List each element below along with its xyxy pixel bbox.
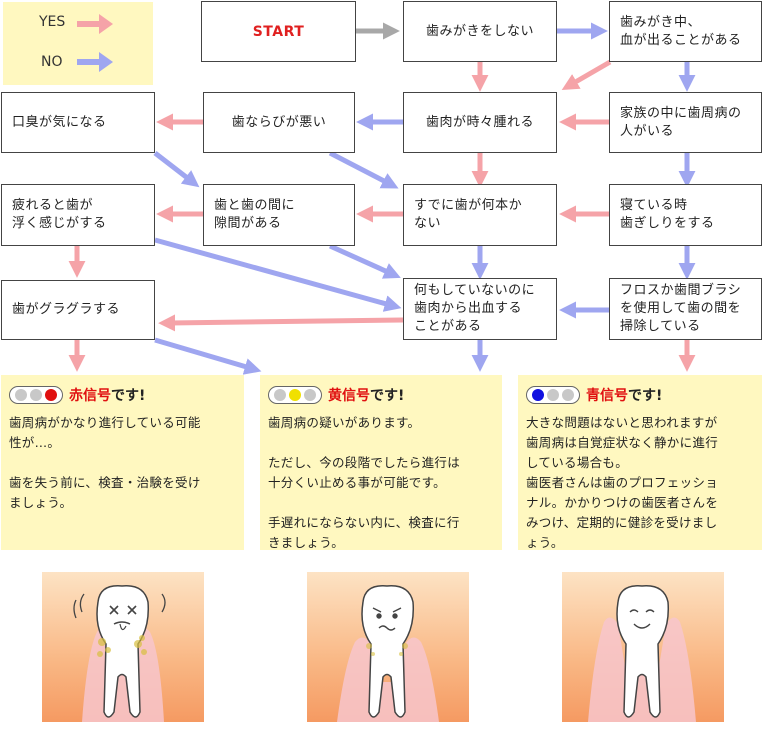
result-yellow-body: 歯周病の疑いがあります。 ただし、今の段階でしたら進行は 十分くい止める事が可能… bbox=[268, 415, 461, 550]
node-no-brushing: 歯みがきをしない bbox=[403, 1, 557, 62]
tooth-severe-icon bbox=[42, 572, 204, 722]
result-red: 赤信号 です! 歯周病がかなり進行している可能 性が…。 歯を失う前に、検査・治… bbox=[1, 375, 244, 550]
legend-no-arrow bbox=[77, 52, 113, 72]
start-label: START bbox=[252, 23, 305, 40]
result-blue-body: 大きな問題はないと思われますが 歯周病は自覚症状なく静かに進行 している場合も。… bbox=[526, 415, 719, 550]
arrow-n6-n9 bbox=[153, 151, 200, 188]
node-gum-swelling-label: 歯肉が時々腫れる bbox=[425, 114, 534, 130]
node-missing-teeth: すでに歯が何本か ない bbox=[403, 184, 557, 246]
node-spontaneous-bleeding: 何もしていないのに 歯肉から出血する ことがある bbox=[403, 278, 557, 340]
tooth-healthy-icon bbox=[562, 572, 724, 722]
arrow-n10-n11 bbox=[154, 237, 402, 312]
result-red-title: 赤信号 bbox=[69, 388, 111, 404]
legend-no-label: NO bbox=[41, 54, 63, 70]
node-no-brushing-label: 歯みがきをしない bbox=[425, 23, 534, 39]
node-tooth-gaps-label: 歯と歯の間に 隙間がある bbox=[214, 198, 296, 231]
traffic-signal-yellow-icon bbox=[268, 386, 322, 404]
node-floating-feeling-label: 疲れると歯が 浮く感じがする bbox=[12, 198, 107, 231]
node-family-history: 家族の中に歯周病の 人がいる bbox=[609, 92, 762, 153]
arrow-n13-yellow bbox=[154, 337, 262, 375]
result-blue-title-suffix: です! bbox=[628, 388, 663, 404]
traffic-signal-blue-icon bbox=[526, 386, 580, 404]
start-node: START bbox=[201, 1, 356, 62]
node-loose-teeth-label: 歯がグラグラする bbox=[12, 302, 121, 317]
legend-yes-label: YES bbox=[39, 14, 66, 30]
node-tooth-gaps: 歯と歯の間に 隙間がある bbox=[203, 184, 355, 246]
node-bleeding-brushing: 歯みがき中、 血が出ることがある bbox=[609, 1, 762, 62]
node-family-history-label: 家族の中に歯周病の 人がいる bbox=[620, 105, 742, 139]
arrow-n5-n7 bbox=[328, 150, 399, 189]
result-yellow-title-suffix: です! bbox=[370, 388, 405, 404]
result-yellow: 黄信号 です! 歯周病の疑いがあります。 ただし、今の段階でしたら進行は 十分く… bbox=[260, 375, 502, 550]
result-blue-title: 青信号 bbox=[586, 388, 628, 404]
traffic-signal-red-icon bbox=[9, 386, 63, 404]
node-crooked-teeth: 歯ならびが悪い bbox=[203, 92, 355, 153]
node-gum-swelling: 歯肉が時々腫れる bbox=[403, 92, 557, 153]
node-spontaneous-bleeding-label: 何もしていないのに 歯肉から出血する ことがある bbox=[414, 283, 536, 334]
result-red-body: 歯周病がかなり進行している可能 性が…。 歯を失う前に、検査・治験を受け ましょ… bbox=[9, 415, 201, 510]
node-loose-teeth: 歯がグラグラする bbox=[1, 280, 155, 340]
node-grinding: 寝ている時 歯ぎしりをする bbox=[609, 184, 762, 246]
node-missing-teeth-label: すでに歯が何本か ない bbox=[414, 198, 523, 231]
tooth-worried-icon bbox=[307, 572, 469, 722]
node-bleeding-brushing-label: 歯みがき中、 血が出ることがある bbox=[620, 14, 742, 48]
arrow-n11-n13 bbox=[158, 314, 404, 332]
node-floating-feeling: 疲れると歯が 浮く感じがする bbox=[1, 184, 155, 246]
node-grinding-label: 寝ている時 歯ぎしりをする bbox=[620, 198, 715, 231]
arrow-n2-n3 bbox=[561, 59, 612, 90]
node-flossing-label: フロスか歯間ブラシ を使用して歯の間を 掃除している bbox=[620, 283, 742, 334]
legend: YES NO bbox=[3, 2, 153, 85]
node-crooked-teeth-label: 歯ならびが悪い bbox=[231, 114, 327, 130]
node-flossing: フロスか歯間ブラシ を使用して歯の間を 掃除している bbox=[609, 278, 762, 340]
result-red-title-suffix: です! bbox=[111, 388, 146, 404]
result-yellow-title: 黄信号 bbox=[328, 388, 370, 404]
node-bad-breath: 口臭が気になる bbox=[1, 92, 155, 153]
node-bad-breath-label: 口臭が気になる bbox=[12, 114, 107, 130]
legend-yes-arrow bbox=[77, 14, 113, 34]
arrow-n9-n11 bbox=[328, 243, 401, 279]
result-blue: 青信号 です! 大きな問題はないと思われますが 歯周病は自覚症状なく静かに進行 … bbox=[518, 375, 762, 550]
legend-arrows bbox=[77, 14, 113, 72]
